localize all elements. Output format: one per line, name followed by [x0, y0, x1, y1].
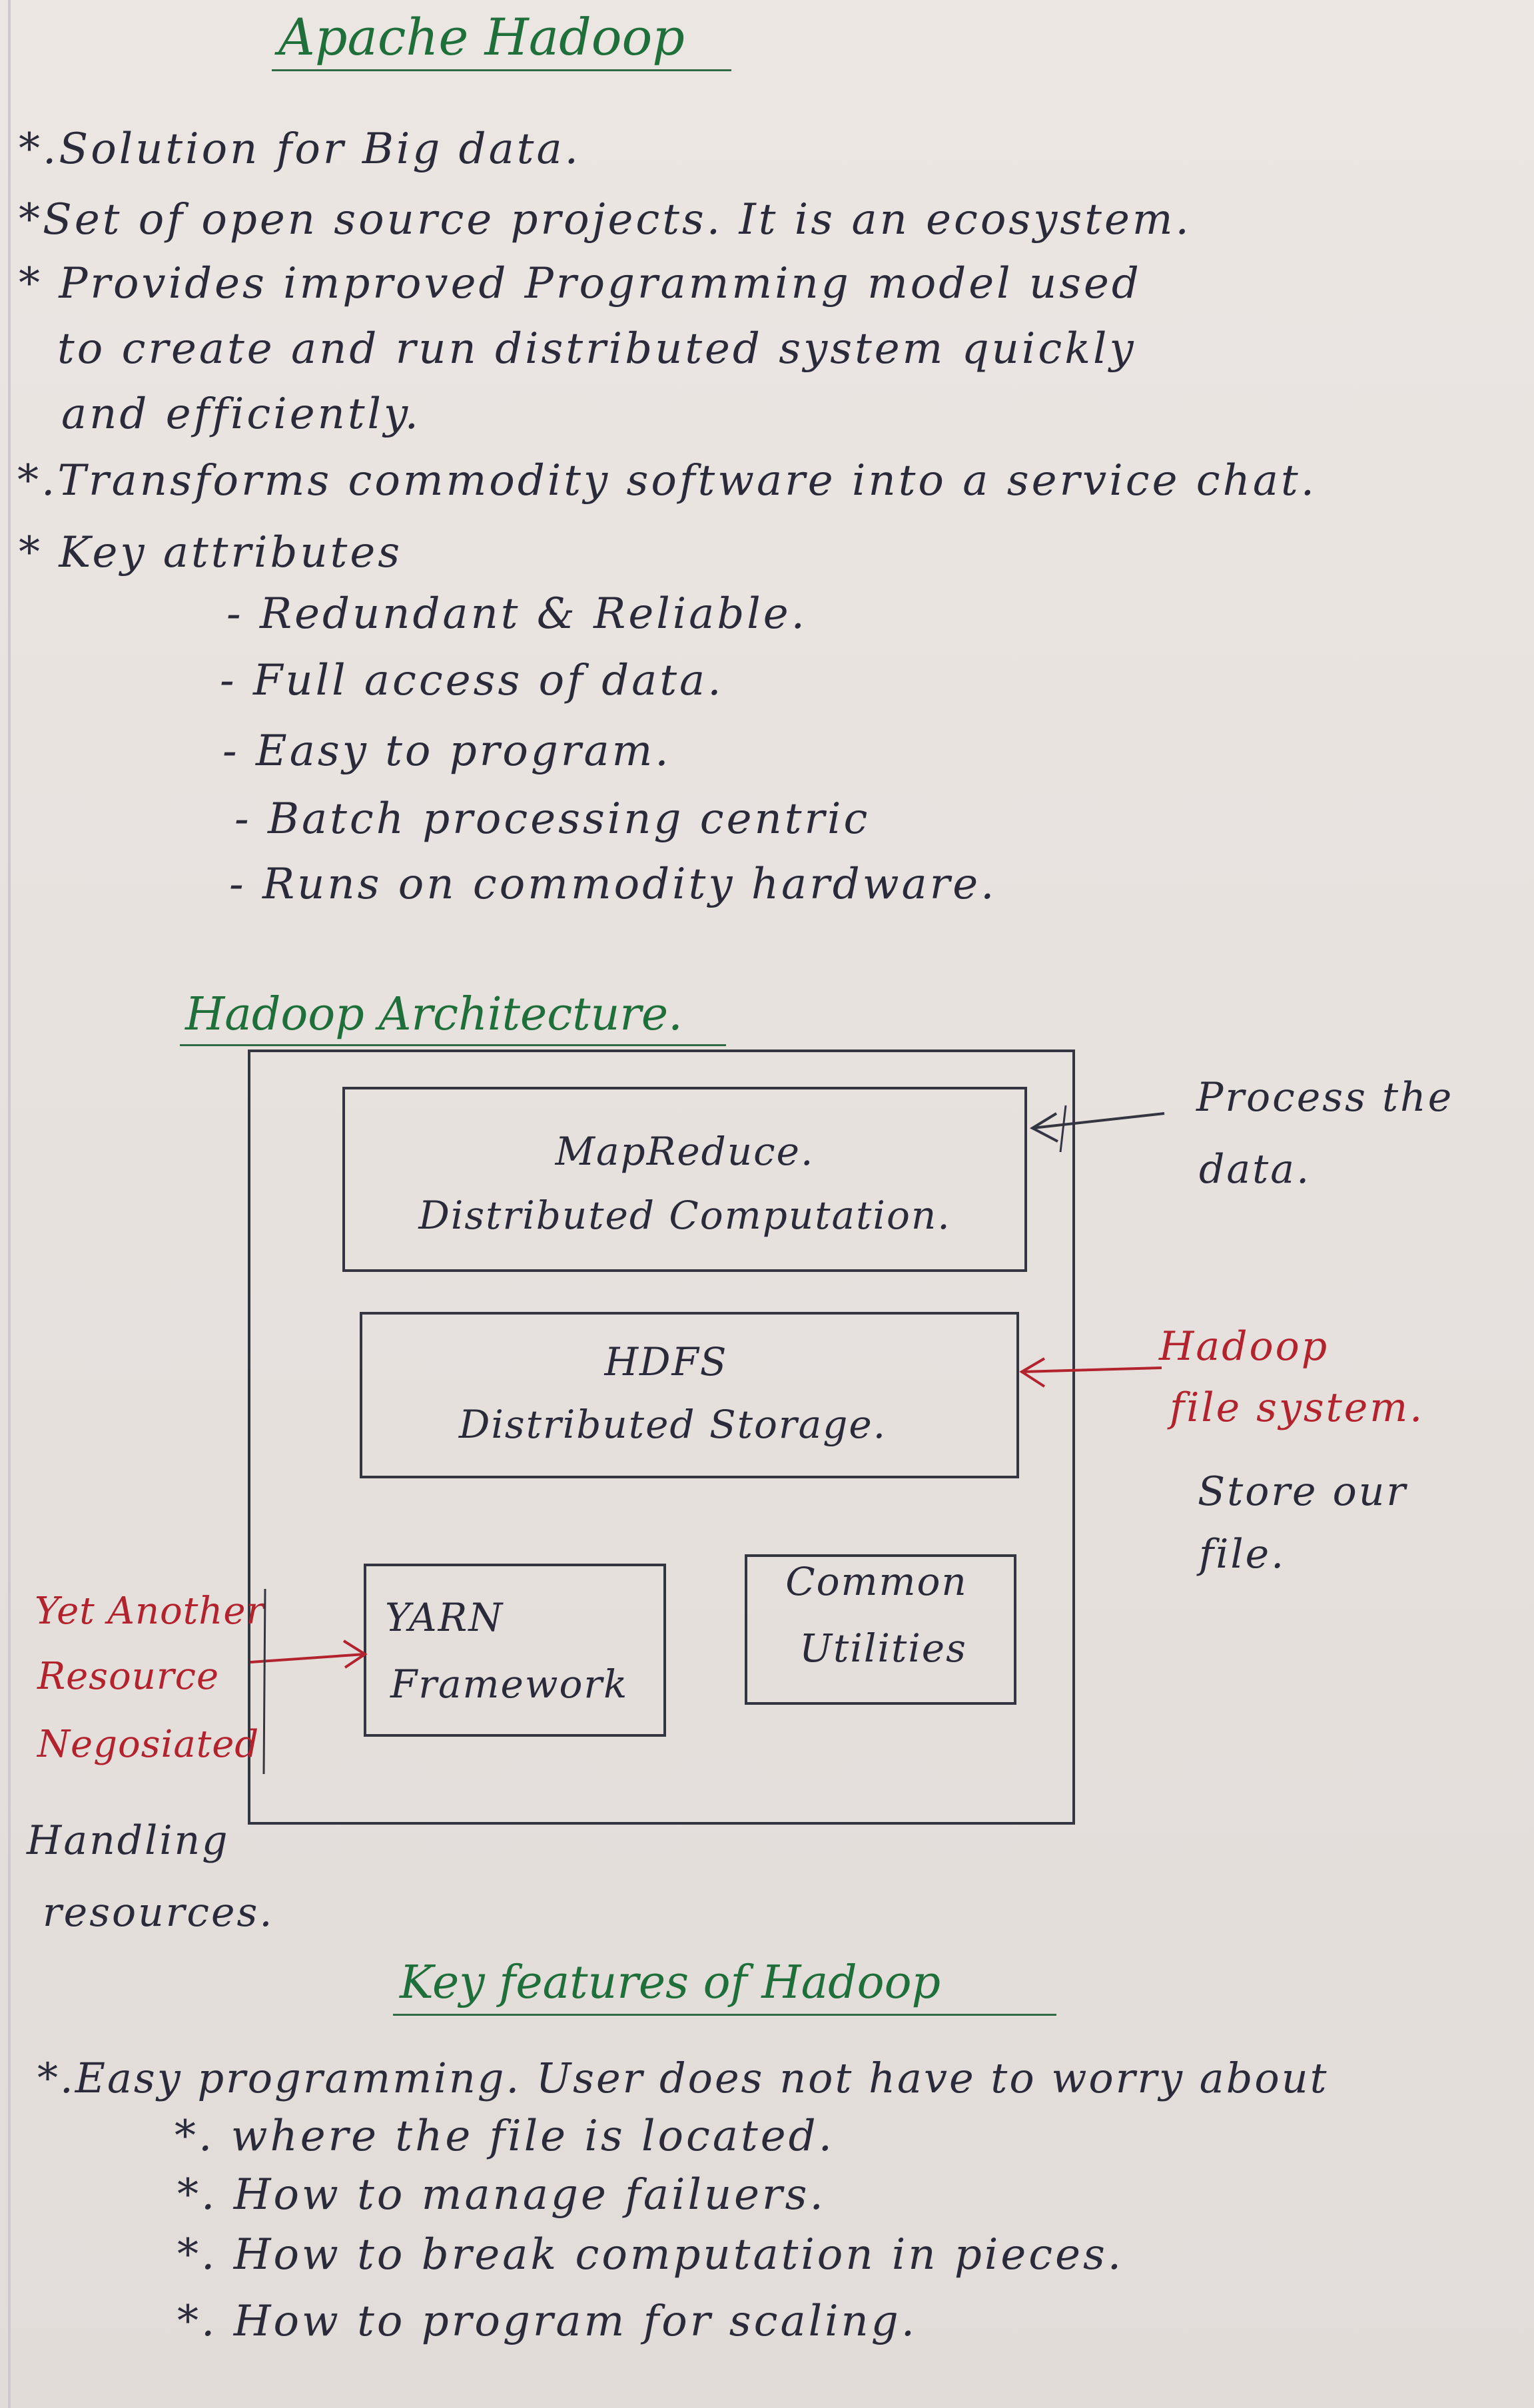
hdfs-name: HDFS — [604, 1339, 728, 1384]
yarn-box — [364, 1564, 666, 1737]
features-heading: Key features of Hadoop — [400, 1956, 941, 2009]
store-note-line2: file. — [1199, 1531, 1286, 1578]
features-intro: *.Easy programming. User does not have t… — [37, 2054, 1329, 2102]
bullet-programming-model: * Provides improved Programming model us… — [19, 259, 1142, 308]
features-heading-underline — [393, 2014, 1056, 2016]
hdfs-desc: Distributed Storage. — [458, 1402, 887, 1447]
store-note-line1: Store our — [1198, 1468, 1408, 1515]
bullet-solution: *.Solution for Big data. — [19, 125, 581, 174]
yarn-note-line1: Yet Another — [35, 1590, 265, 1633]
yarn-name: YARN — [385, 1595, 504, 1640]
common-utilities-box — [745, 1554, 1016, 1705]
bullet-programming-model-line3: and efficiently. — [61, 390, 421, 439]
mapreduce-name: MapReduce. — [555, 1129, 815, 1174]
feature-item-location: *. where the file is located. — [175, 2112, 835, 2161]
handling-note-line2: resources. — [43, 1889, 274, 1936]
bullet-transforms: *.Transforms commodity software into a s… — [17, 456, 1318, 505]
attribute-redundant: - Redundant & Reliable. — [226, 589, 807, 639]
feature-item-computation: *. How to break computation in pieces. — [177, 2230, 1124, 2279]
common-name: Common — [785, 1559, 968, 1604]
hdfs-note-line1: Hadoop — [1159, 1323, 1330, 1370]
feature-item-scaling: *. How to program for scaling. — [177, 2297, 918, 2346]
process-note-line2: data. — [1199, 1146, 1312, 1193]
hdfs-note-line2: file system. — [1170, 1384, 1425, 1431]
attribute-batch: - Batch processing centric — [234, 794, 871, 844]
hdfs-box — [360, 1312, 1019, 1478]
process-note-line1: Process the — [1196, 1074, 1454, 1121]
bullet-programming-model-line2: to create and run distributed system qui… — [57, 324, 1136, 374]
page-margin-line — [8, 0, 11, 2408]
attribute-easy-program: - Easy to program. — [222, 727, 671, 776]
mapreduce-desc: Distributed Computation. — [418, 1193, 951, 1238]
bullet-key-attributes: * Key attributes — [19, 528, 403, 577]
architecture-heading-underline — [180, 1044, 726, 1046]
yarn-note-line2: Resource — [37, 1655, 220, 1698]
page-title: Apache Hadoop — [278, 7, 685, 67]
architecture-heading: Hadoop Architecture. — [185, 988, 683, 1041]
architecture-diagram — [248, 1050, 1075, 1825]
mapreduce-box — [342, 1087, 1027, 1272]
feature-item-failures: *. How to manage failuers. — [177, 2170, 826, 2220]
common-desc: Utilities — [799, 1626, 967, 1671]
bullet-open-source: *Set of open source projects. It is an e… — [19, 195, 1192, 244]
handling-note-line1: Handling — [27, 1817, 230, 1864]
yarn-note-line3: Negosiated — [37, 1723, 260, 1766]
title-underline — [272, 69, 731, 71]
attribute-commodity: - Runs on commodity hardware. — [229, 860, 997, 909]
attribute-full-access: - Full access of data. — [220, 656, 724, 705]
yarn-desc: Framework — [390, 1661, 629, 1707]
